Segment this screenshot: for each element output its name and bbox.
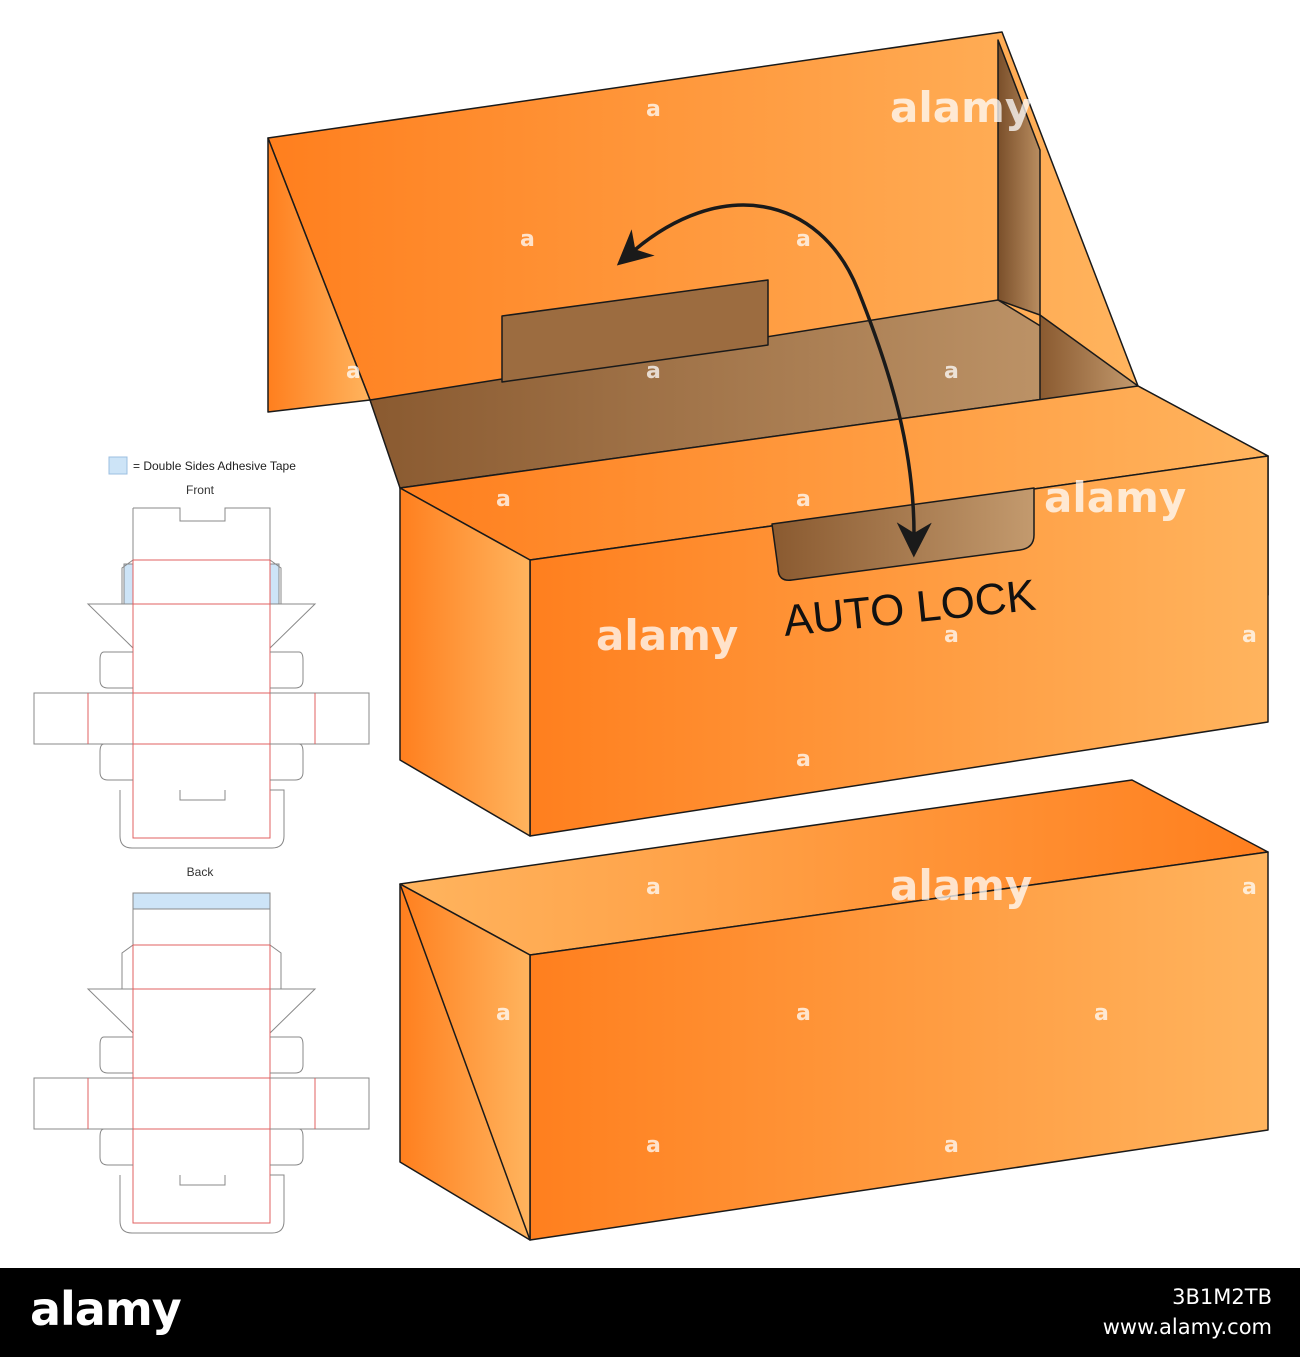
adhesive-tape-area <box>269 563 280 605</box>
watermark-mark: a <box>944 1133 959 1158</box>
watermark-mark: a <box>1094 1001 1109 1026</box>
watermark-logo: alamy <box>1044 473 1186 522</box>
watermark-mark: a <box>796 487 811 512</box>
dieline-dust-flap <box>270 743 304 781</box>
dieline-end-flap <box>270 692 370 745</box>
image-id: 3B1M2TB <box>1172 1285 1272 1309</box>
dieline-bottom-tuck <box>119 789 285 849</box>
dieline-end-flap <box>33 692 133 745</box>
footer-credit: 3B1M2TB www.alamy.com <box>1103 1282 1272 1342</box>
watermark-logo: alamy <box>890 83 1032 132</box>
dieline-body-panel <box>132 944 271 1224</box>
watermark-mark: a <box>796 1001 811 1026</box>
dieline-dust-flap <box>270 651 304 689</box>
legend: = Double Sides Adhesive Tape <box>108 456 296 475</box>
watermark-logo: alamy <box>890 861 1032 910</box>
watermark-mark: a <box>646 1133 661 1158</box>
dieline-lock-slot <box>179 790 226 801</box>
dieline-side-flap <box>269 944 282 990</box>
watermark-mark: a <box>944 359 959 384</box>
dieline-dust-flap <box>99 1036 133 1074</box>
dieline-gusset <box>269 603 317 649</box>
watermark-mark: a <box>646 359 661 384</box>
watermark-mark: a <box>496 487 511 512</box>
watermark-logo: alamy <box>596 611 738 660</box>
dieline-gusset <box>269 988 317 1034</box>
dieline-bottom-tuck <box>119 1174 285 1234</box>
dieline-dust-flap <box>99 743 133 781</box>
watermarks: alamy alamy alamy alamy a a a a a a a a … <box>346 83 1257 1158</box>
dieline-lock-slot <box>179 1175 226 1186</box>
open-box <box>267 31 1269 837</box>
watermark-mark: a <box>520 227 535 252</box>
adhesive-tape-area <box>132 892 271 910</box>
dieline-dust-flap <box>99 1128 133 1166</box>
double-headed-curved-arrow-icon <box>616 203 932 558</box>
watermark-mark: a <box>1242 1133 1257 1158</box>
watermark-mark: a <box>496 1001 511 1026</box>
watermark-mark: a <box>796 747 811 772</box>
watermark-mark: a <box>796 227 811 252</box>
dieline-gusset <box>86 988 134 1034</box>
watermark-mark: a <box>1242 875 1257 900</box>
left-side-panel <box>399 487 531 837</box>
dieline-front <box>33 507 370 849</box>
dieline-gusset <box>86 603 134 649</box>
dieline-end-flap <box>270 1077 370 1130</box>
watermark-mark: a <box>944 623 959 648</box>
watermark-mark: a <box>346 359 361 384</box>
legend-label: = Double Sides Adhesive Tape <box>133 459 296 473</box>
dieline-body-panel <box>132 559 271 839</box>
watermark-mark: a <box>646 97 661 122</box>
watermark-mark: a <box>646 875 661 900</box>
watermark-mark: a <box>1242 623 1257 648</box>
dieline-end-flap <box>33 1077 133 1130</box>
dieline-back <box>33 892 370 1234</box>
closed-box <box>399 779 1269 1241</box>
footer-brand: alamy <box>30 1282 182 1336</box>
dieline-side-flap <box>121 944 134 990</box>
adhesive-tape-area <box>123 563 134 605</box>
site-url: www.alamy.com <box>1102 1315 1272 1339</box>
lid-side-gusset <box>267 137 371 413</box>
dieline-dust-flap <box>99 651 133 689</box>
dieline-dust-flap <box>270 1036 304 1074</box>
closed-left-diagonal <box>399 883 531 1241</box>
dieline-front-label: Front <box>186 483 215 497</box>
footer-bar: alamy 3B1M2TB www.alamy.com <box>0 1268 1300 1357</box>
dieline-dust-flap <box>270 1128 304 1166</box>
dieline-top-tab <box>133 507 271 560</box>
dieline-back-label: Back <box>187 865 215 879</box>
adhesive-tape-swatch <box>108 456 128 475</box>
